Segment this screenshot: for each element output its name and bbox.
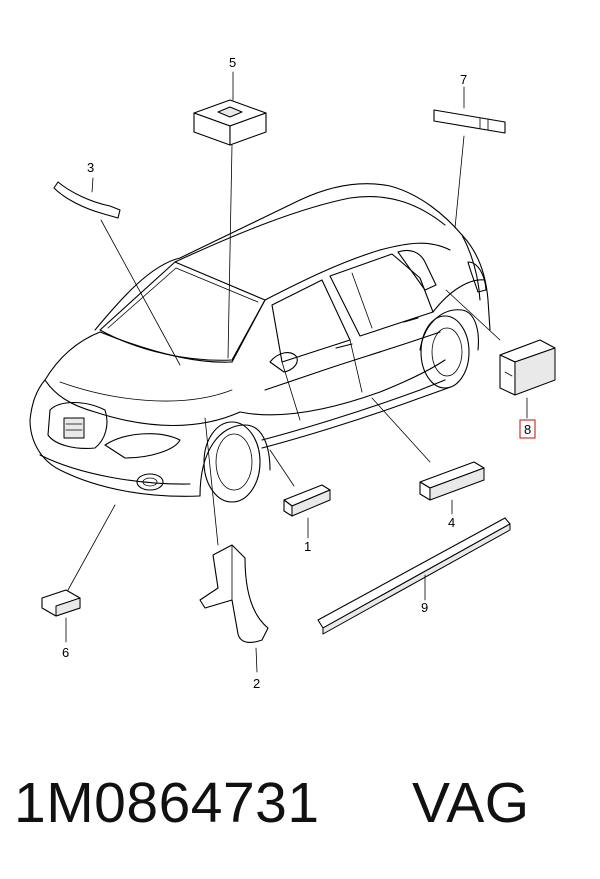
part-9-sill-strip <box>317 517 511 635</box>
callout-4: 4 <box>448 515 455 530</box>
part-8-bracket <box>499 339 556 396</box>
callout-8-highlight-box <box>519 419 536 439</box>
leader-lines <box>65 71 528 673</box>
part-6-clip <box>41 589 81 617</box>
callout-6: 6 <box>62 645 69 660</box>
part-7-tape <box>433 109 506 134</box>
callout-5: 5 <box>229 55 236 70</box>
part-5-block <box>193 99 267 146</box>
part-3-strip <box>53 181 121 219</box>
callout-2: 2 <box>253 676 260 691</box>
callouts: 1 2 3 4 5 6 7 8 9 <box>62 55 536 691</box>
car-illustration <box>29 183 491 503</box>
callout-8: 8 <box>524 422 531 437</box>
callout-7: 7 <box>460 72 467 87</box>
part-number: 1M0864731 <box>14 771 320 835</box>
part-4-pad <box>419 461 485 501</box>
part-1-pad <box>283 484 331 517</box>
brand-label: VAG <box>412 771 530 835</box>
callout-9: 9 <box>421 600 428 615</box>
callout-1: 1 <box>304 539 311 554</box>
footer: 1M0864731 VAG <box>0 760 600 850</box>
callout-3: 3 <box>87 160 94 175</box>
part-2-wedge <box>199 544 269 643</box>
